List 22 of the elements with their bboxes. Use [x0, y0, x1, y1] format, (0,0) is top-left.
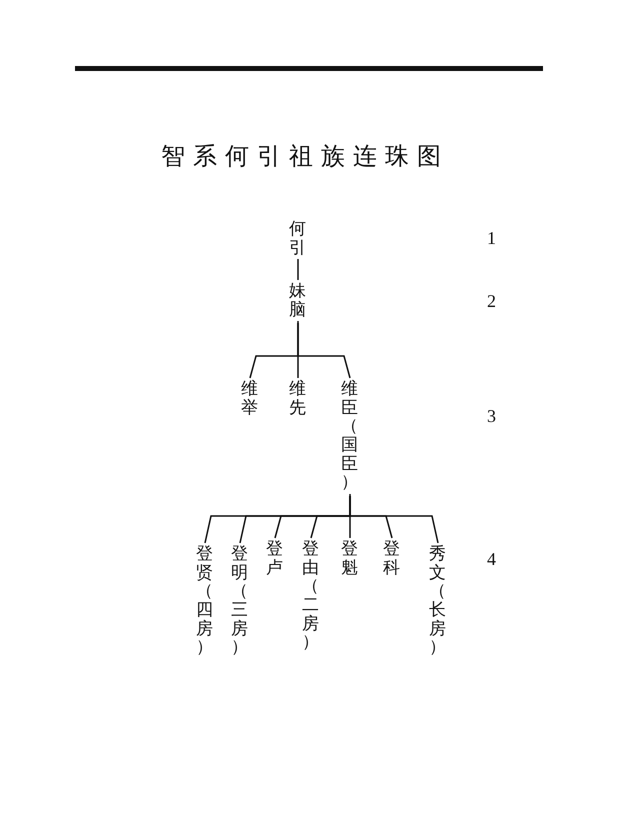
person-name: 妹脑 — [289, 282, 306, 320]
lineage-line — [349, 496, 439, 544]
generation-number: 4 — [487, 549, 496, 570]
lineage-line — [297, 321, 299, 378]
lineage-line — [297, 259, 299, 280]
person-name: 秀文（长房） — [429, 545, 446, 658]
person-name: 登由（二房） — [302, 540, 319, 652]
person-name: 登明（三房） — [231, 545, 248, 658]
person-name: 维先 — [289, 380, 306, 418]
lineage-line — [297, 323, 351, 378]
person-name: 登魁 — [341, 540, 358, 578]
generation-number: 3 — [487, 406, 496, 427]
lineage-line — [349, 494, 351, 538]
generation-number: 1 — [487, 228, 496, 249]
person-name: 维臣（国臣） — [341, 380, 358, 492]
person-name: 何引 — [289, 220, 306, 258]
generation-number: 2 — [487, 291, 496, 312]
person-name: 登贤（四房） — [196, 545, 213, 658]
person-name: 维举 — [241, 380, 258, 418]
person-name: 登科 — [383, 540, 400, 578]
diagram-title: 智系何引祖族连珠图 — [160, 141, 450, 172]
person-name: 登卢 — [266, 540, 283, 578]
